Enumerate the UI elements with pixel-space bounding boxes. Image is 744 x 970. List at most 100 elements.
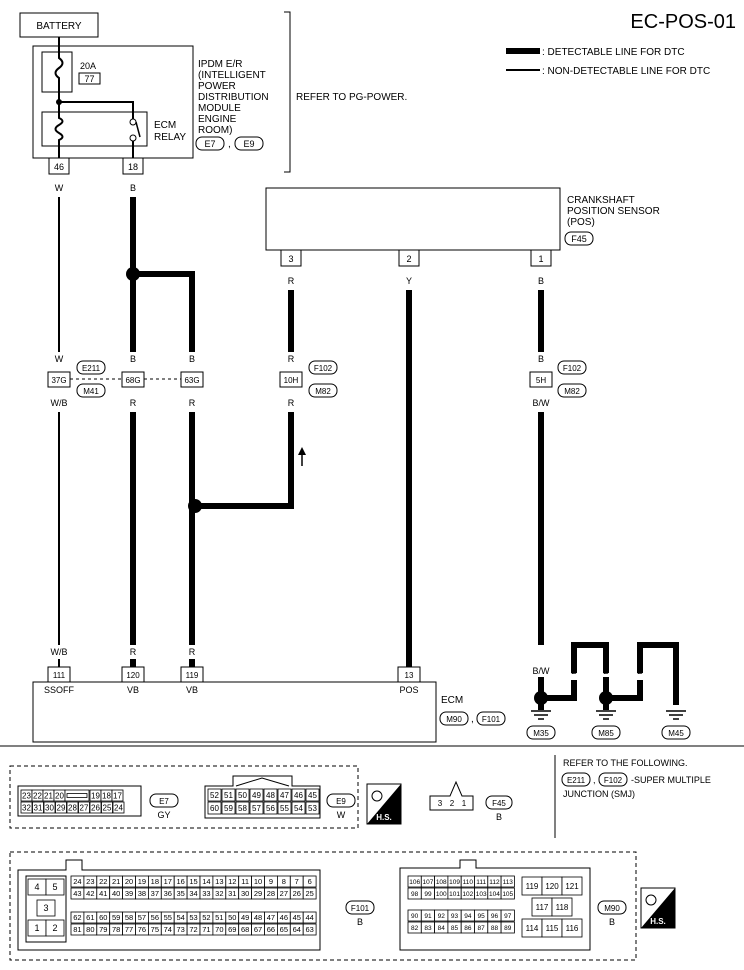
e7-pin-22: 22 bbox=[33, 791, 42, 800]
fuse-amp: 20A bbox=[80, 61, 96, 71]
ecm-vb-1: VB bbox=[127, 685, 139, 695]
battery-label: BATTERY bbox=[36, 21, 82, 32]
f101-pin-25-cell bbox=[302, 887, 317, 900]
f101-pin-61: 61 bbox=[86, 913, 94, 922]
refer-bracket bbox=[284, 11, 291, 173]
m90-pin-110: 110 bbox=[463, 879, 474, 886]
connector-view-frame-1 bbox=[9, 765, 359, 829]
f101-pin-38: 38 bbox=[138, 889, 146, 898]
refer-conn-f102-label: F102 bbox=[604, 776, 623, 785]
relay-switch-arm bbox=[135, 121, 141, 138]
f101-pin-8: 8 bbox=[282, 877, 286, 886]
f101-pin-45: 45 bbox=[293, 913, 301, 922]
conn-f101-pill bbox=[345, 900, 375, 915]
m90-pin-120: 120 bbox=[545, 882, 559, 891]
joint-conn-m82-a-label: M82 bbox=[315, 387, 331, 396]
pin-18-box bbox=[122, 157, 144, 175]
ipdm-name-7: ROOM) bbox=[198, 125, 232, 136]
hs-icon: H.S. bbox=[366, 783, 402, 825]
e9-pin-50-cell bbox=[235, 788, 250, 802]
e9-pin-52: 52 bbox=[210, 791, 219, 800]
f101-pin-36: 36 bbox=[164, 889, 172, 898]
connector-m90-face bbox=[399, 859, 591, 951]
f101-pin-42: 42 bbox=[86, 889, 94, 898]
e9-pin-58: 58 bbox=[238, 804, 247, 813]
e9-pin-58-cell bbox=[235, 801, 250, 815]
m90-pin-92: 92 bbox=[438, 913, 446, 920]
e9-pin-55-cell bbox=[277, 801, 292, 815]
f45-pin-1: 1 bbox=[462, 799, 467, 808]
f101-pin-77: 77 bbox=[125, 925, 133, 934]
f101-pin-2: 2 bbox=[52, 923, 57, 933]
hs-text-1: H.S. bbox=[376, 813, 392, 822]
f101-pin-76: 76 bbox=[138, 925, 146, 934]
joint-conn-f102-a bbox=[308, 360, 338, 375]
f101-pin-62: 62 bbox=[73, 913, 81, 922]
e7-pin-20: 20 bbox=[55, 791, 64, 800]
ground-symbol-m45 bbox=[666, 710, 686, 720]
e9-pin-59: 59 bbox=[224, 804, 233, 813]
conn-e7-color: GY bbox=[157, 810, 170, 820]
m90-pin-99: 99 bbox=[424, 891, 432, 898]
wire-b-joint-5: B bbox=[538, 354, 544, 364]
signal-arrow-head bbox=[298, 447, 306, 455]
e9-pin-57: 57 bbox=[252, 804, 261, 813]
joint-37g: 37G bbox=[51, 376, 66, 385]
page-code: EC-POS-01 bbox=[630, 11, 736, 33]
ground-splice-2 bbox=[599, 691, 613, 705]
m90-pin-105: 105 bbox=[502, 891, 513, 898]
refer-line-2: -SUPER MULTIPLE bbox=[631, 775, 711, 785]
e9-pin-45-cell bbox=[305, 788, 320, 802]
f101-pin-22: 22 bbox=[99, 877, 107, 886]
relay-box bbox=[41, 111, 148, 147]
e7-pin-29-cell bbox=[55, 801, 67, 814]
ipdm-comma: , bbox=[228, 139, 231, 150]
m90-pin-83: 83 bbox=[424, 925, 432, 932]
e7-pin-30: 30 bbox=[45, 803, 54, 812]
f101-pin-30: 30 bbox=[241, 889, 249, 898]
conn-e9-pill bbox=[326, 793, 356, 808]
f101-pin-54: 54 bbox=[176, 913, 184, 922]
ipdm-conn-e7-label: E7 bbox=[204, 139, 215, 149]
m90-pin-116-cell bbox=[561, 918, 583, 938]
joint-conn-f102-b bbox=[557, 360, 587, 375]
f101-pin-19: 19 bbox=[138, 877, 146, 886]
e9-pin-53-cell bbox=[305, 801, 320, 815]
e9-pin-60-cell bbox=[207, 801, 222, 815]
sensor-pin-1: 1 bbox=[538, 254, 543, 264]
ecm-ssoff: SSOFF bbox=[44, 685, 75, 695]
ecm-conn-f101-label: F101 bbox=[482, 715, 501, 724]
e9-pin-47: 47 bbox=[280, 791, 289, 800]
pin-18: 18 bbox=[128, 162, 138, 172]
f101-pin-68: 68 bbox=[241, 925, 249, 934]
f101-pin-72: 72 bbox=[189, 925, 197, 934]
f101-pin-51: 51 bbox=[215, 913, 223, 922]
fuse-symbol bbox=[54, 46, 64, 100]
ecm-pin-13: 13 bbox=[405, 671, 414, 680]
m90-pin-105-cell bbox=[500, 887, 515, 900]
joint-5h-box bbox=[529, 371, 553, 388]
ground-m35: M35 bbox=[533, 729, 549, 738]
e9-pin-48: 48 bbox=[266, 791, 275, 800]
joint-5h: 5H bbox=[536, 376, 546, 385]
f101-pin-71: 71 bbox=[202, 925, 210, 934]
f101-pin-10: 10 bbox=[254, 877, 262, 886]
wire-b-gnd-4: B bbox=[673, 666, 679, 676]
e9-pin-55: 55 bbox=[280, 804, 289, 813]
wire-r-branch bbox=[195, 412, 294, 509]
hs-text-2: H.S. bbox=[650, 917, 666, 926]
e9-pin-60: 60 bbox=[210, 804, 219, 813]
e7-pin-32-cell bbox=[20, 801, 33, 814]
wire-bw-joint: B/W bbox=[533, 398, 551, 408]
wire-b-top: B bbox=[130, 183, 136, 193]
m90-pin-121: 121 bbox=[565, 882, 579, 891]
m90-pin-98: 98 bbox=[411, 891, 419, 898]
m90-pin-112: 112 bbox=[489, 879, 500, 886]
sensor-name-1: CRANKSHAFT bbox=[567, 195, 635, 206]
ecm-conn-f101 bbox=[476, 711, 506, 726]
e9-pin-46: 46 bbox=[294, 791, 303, 800]
refer-pg-power: REFER TO PG-POWER. bbox=[296, 92, 407, 103]
pin-46: 46 bbox=[54, 162, 64, 172]
sensor-pin-3-box bbox=[280, 249, 302, 267]
